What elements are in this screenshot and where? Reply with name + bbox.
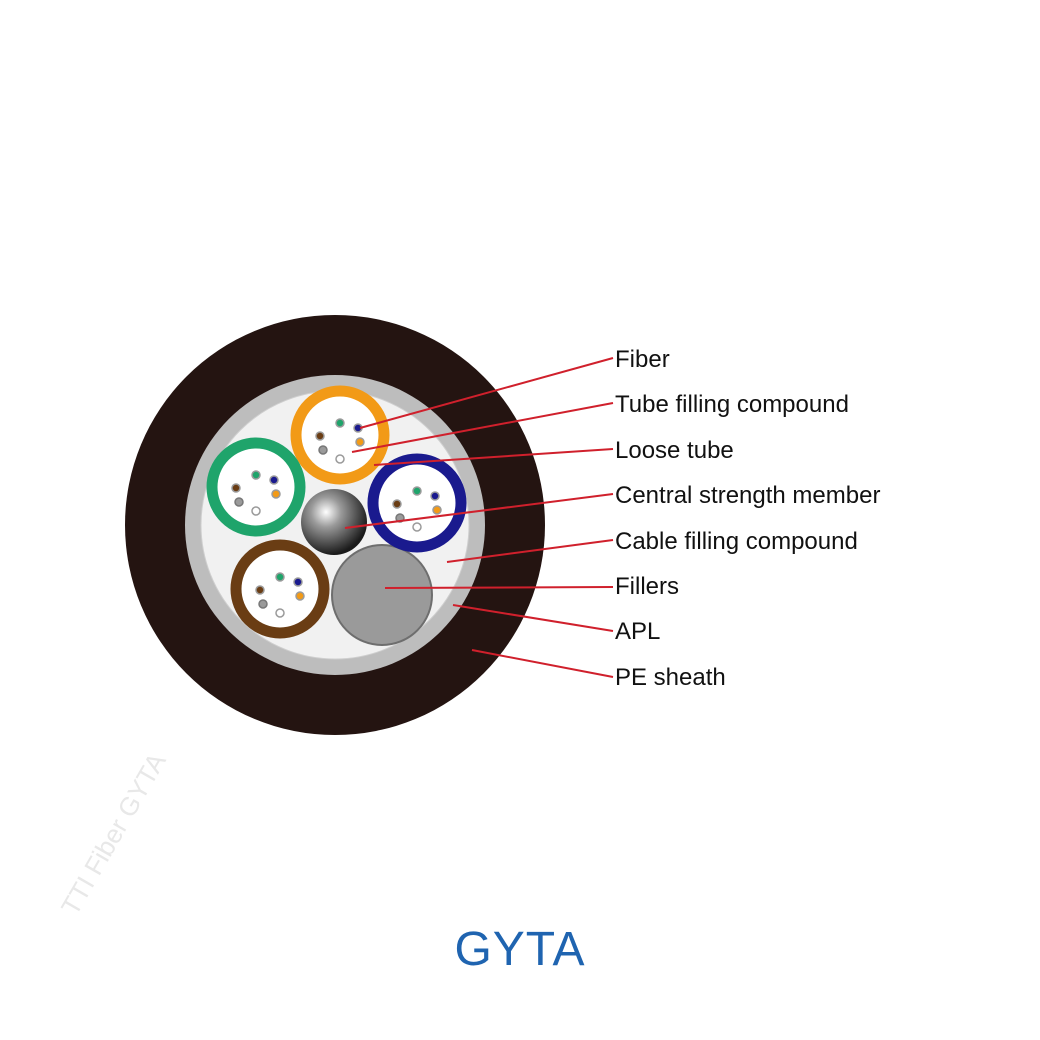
fiber xyxy=(269,475,279,485)
fiber xyxy=(392,499,402,509)
fiber xyxy=(295,591,305,601)
fiber xyxy=(271,489,281,499)
fiber xyxy=(335,418,345,428)
leader-line-tube-filling-compound xyxy=(351,402,614,453)
loose-tube-blue xyxy=(367,453,467,553)
fiber xyxy=(255,585,265,595)
fiber xyxy=(231,483,241,493)
label-tube-filling-compound: Tube filling compound xyxy=(615,391,849,418)
leader-line-apl xyxy=(452,604,614,632)
diagram-title: GYTA xyxy=(454,923,586,976)
fiber xyxy=(335,454,345,464)
loose-tube-brown xyxy=(230,539,330,639)
fiber xyxy=(412,486,422,496)
fiber xyxy=(318,445,328,455)
loose-tube-orange xyxy=(290,385,390,485)
label-cable-filling-compound: Cable filling compound xyxy=(615,528,858,555)
filler xyxy=(331,544,433,646)
fiber xyxy=(430,491,440,501)
fiber xyxy=(315,431,325,441)
loose-tube-green xyxy=(206,437,306,537)
central-strength-member xyxy=(301,489,367,555)
leader-line-loose-tube xyxy=(373,448,614,466)
fiber xyxy=(251,470,261,480)
leader-lines xyxy=(344,357,614,678)
leader-line-cable-filling-compound xyxy=(446,539,614,563)
label-pe-sheath: PE sheath xyxy=(615,664,726,691)
label-loose-tube: Loose tube xyxy=(615,437,734,464)
label-apl: APL xyxy=(615,618,660,645)
fiber xyxy=(432,505,442,515)
label-fillers: Fillers xyxy=(615,573,679,600)
fiber xyxy=(251,506,261,516)
fiber xyxy=(412,522,422,532)
leader-line-pe-sheath xyxy=(471,649,614,678)
label-central-strength-member: Central strength member xyxy=(615,482,880,509)
fiber xyxy=(258,599,268,609)
fiber xyxy=(355,437,365,447)
fiber xyxy=(275,608,285,618)
leader-line-fillers xyxy=(384,586,614,589)
fiber xyxy=(275,572,285,582)
leader-line-fiber xyxy=(359,357,614,429)
leader-line-central-strength-member xyxy=(344,493,614,529)
fiber xyxy=(293,577,303,587)
fiber xyxy=(234,497,244,507)
label-fiber: Fiber xyxy=(615,346,670,373)
